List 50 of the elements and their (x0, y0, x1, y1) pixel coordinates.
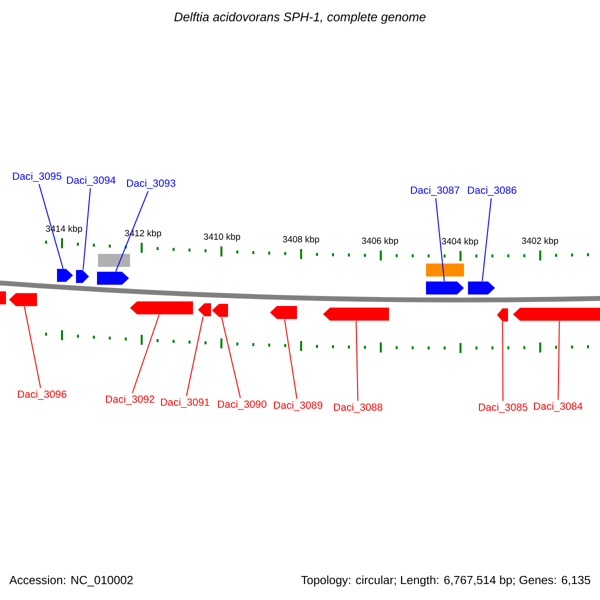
leader-line (115, 190, 149, 272)
feature-bar (98, 254, 130, 267)
leader-line (558, 320, 560, 400)
leader-line (186, 316, 204, 396)
feature-bar (426, 263, 464, 276)
scale-label: 3406 kbp (360, 236, 400, 248)
footer-text: Accession: NC_010002 (9, 576, 133, 586)
leader-line (132, 314, 160, 394)
leader-line (82, 188, 91, 270)
gene-block (497, 308, 508, 322)
leader-line (435, 198, 445, 282)
gene-block (130, 301, 193, 314)
gene-label: Daci_3085 (479, 403, 528, 413)
gene-block (76, 270, 89, 283)
gene-label: Daci_3087 (411, 186, 460, 196)
gene-label: Daci_3088 (334, 403, 382, 413)
gene-label: Daci_3089 (274, 401, 322, 411)
gene-block (270, 306, 297, 319)
gene-block (9, 293, 37, 306)
gene-label: Daci_3092 (106, 395, 154, 405)
leader-line (482, 198, 492, 282)
title: Delftia acidovorans SPH-1, complete genome (174, 12, 426, 24)
gene-label: Daci_3094 (67, 176, 116, 186)
leader-line (284, 318, 298, 400)
leader-line (356, 320, 358, 402)
gene-block (97, 272, 129, 285)
leader-line (24, 306, 42, 388)
scale-label: 3402 kbp (520, 236, 560, 248)
gene-label: Daci_3091 (161, 398, 210, 408)
gene-label: Daci_3096 (18, 390, 66, 400)
scale-label: 3404 kbp (440, 236, 480, 248)
leader-line (38, 184, 64, 270)
gene-block (323, 308, 389, 321)
gene-label: Daci_3090 (218, 400, 266, 410)
leader-line (502, 321, 504, 402)
scale-label: 3410 kbp (202, 232, 242, 243)
gene-label: Daci_3086 (468, 186, 516, 196)
gene-block (57, 268, 73, 282)
scale-label: 3408 kbp (281, 234, 321, 246)
gene-block (513, 308, 600, 321)
gene-label: Daci_3095 (13, 172, 62, 182)
gene-block (0, 291, 6, 304)
gene-block (468, 281, 496, 294)
gene-label: Daci_3084 (534, 402, 583, 412)
gene-block (212, 304, 228, 317)
gene-block (198, 303, 211, 316)
leader-line (221, 316, 241, 398)
footer-text: Topology: circular; Length: 6,767,514 bp; Genes: 6,135 (301, 576, 590, 586)
gene-label: Daci_3093 (127, 179, 176, 189)
gene-block (426, 281, 464, 294)
